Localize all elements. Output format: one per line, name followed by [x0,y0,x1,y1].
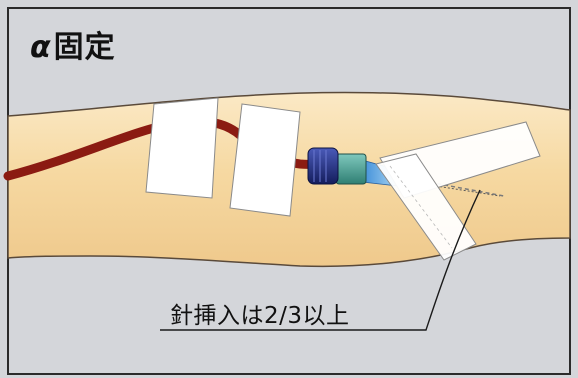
needle-insertion-annotation: 針挿入は2/3以上 [170,296,350,330]
securing-tape-1 [146,98,218,198]
title-text: 固定 [54,30,116,65]
securing-tape-2 [230,104,300,216]
alpha-symbol: α [30,30,52,65]
figure-title: α固定 [30,22,116,66]
